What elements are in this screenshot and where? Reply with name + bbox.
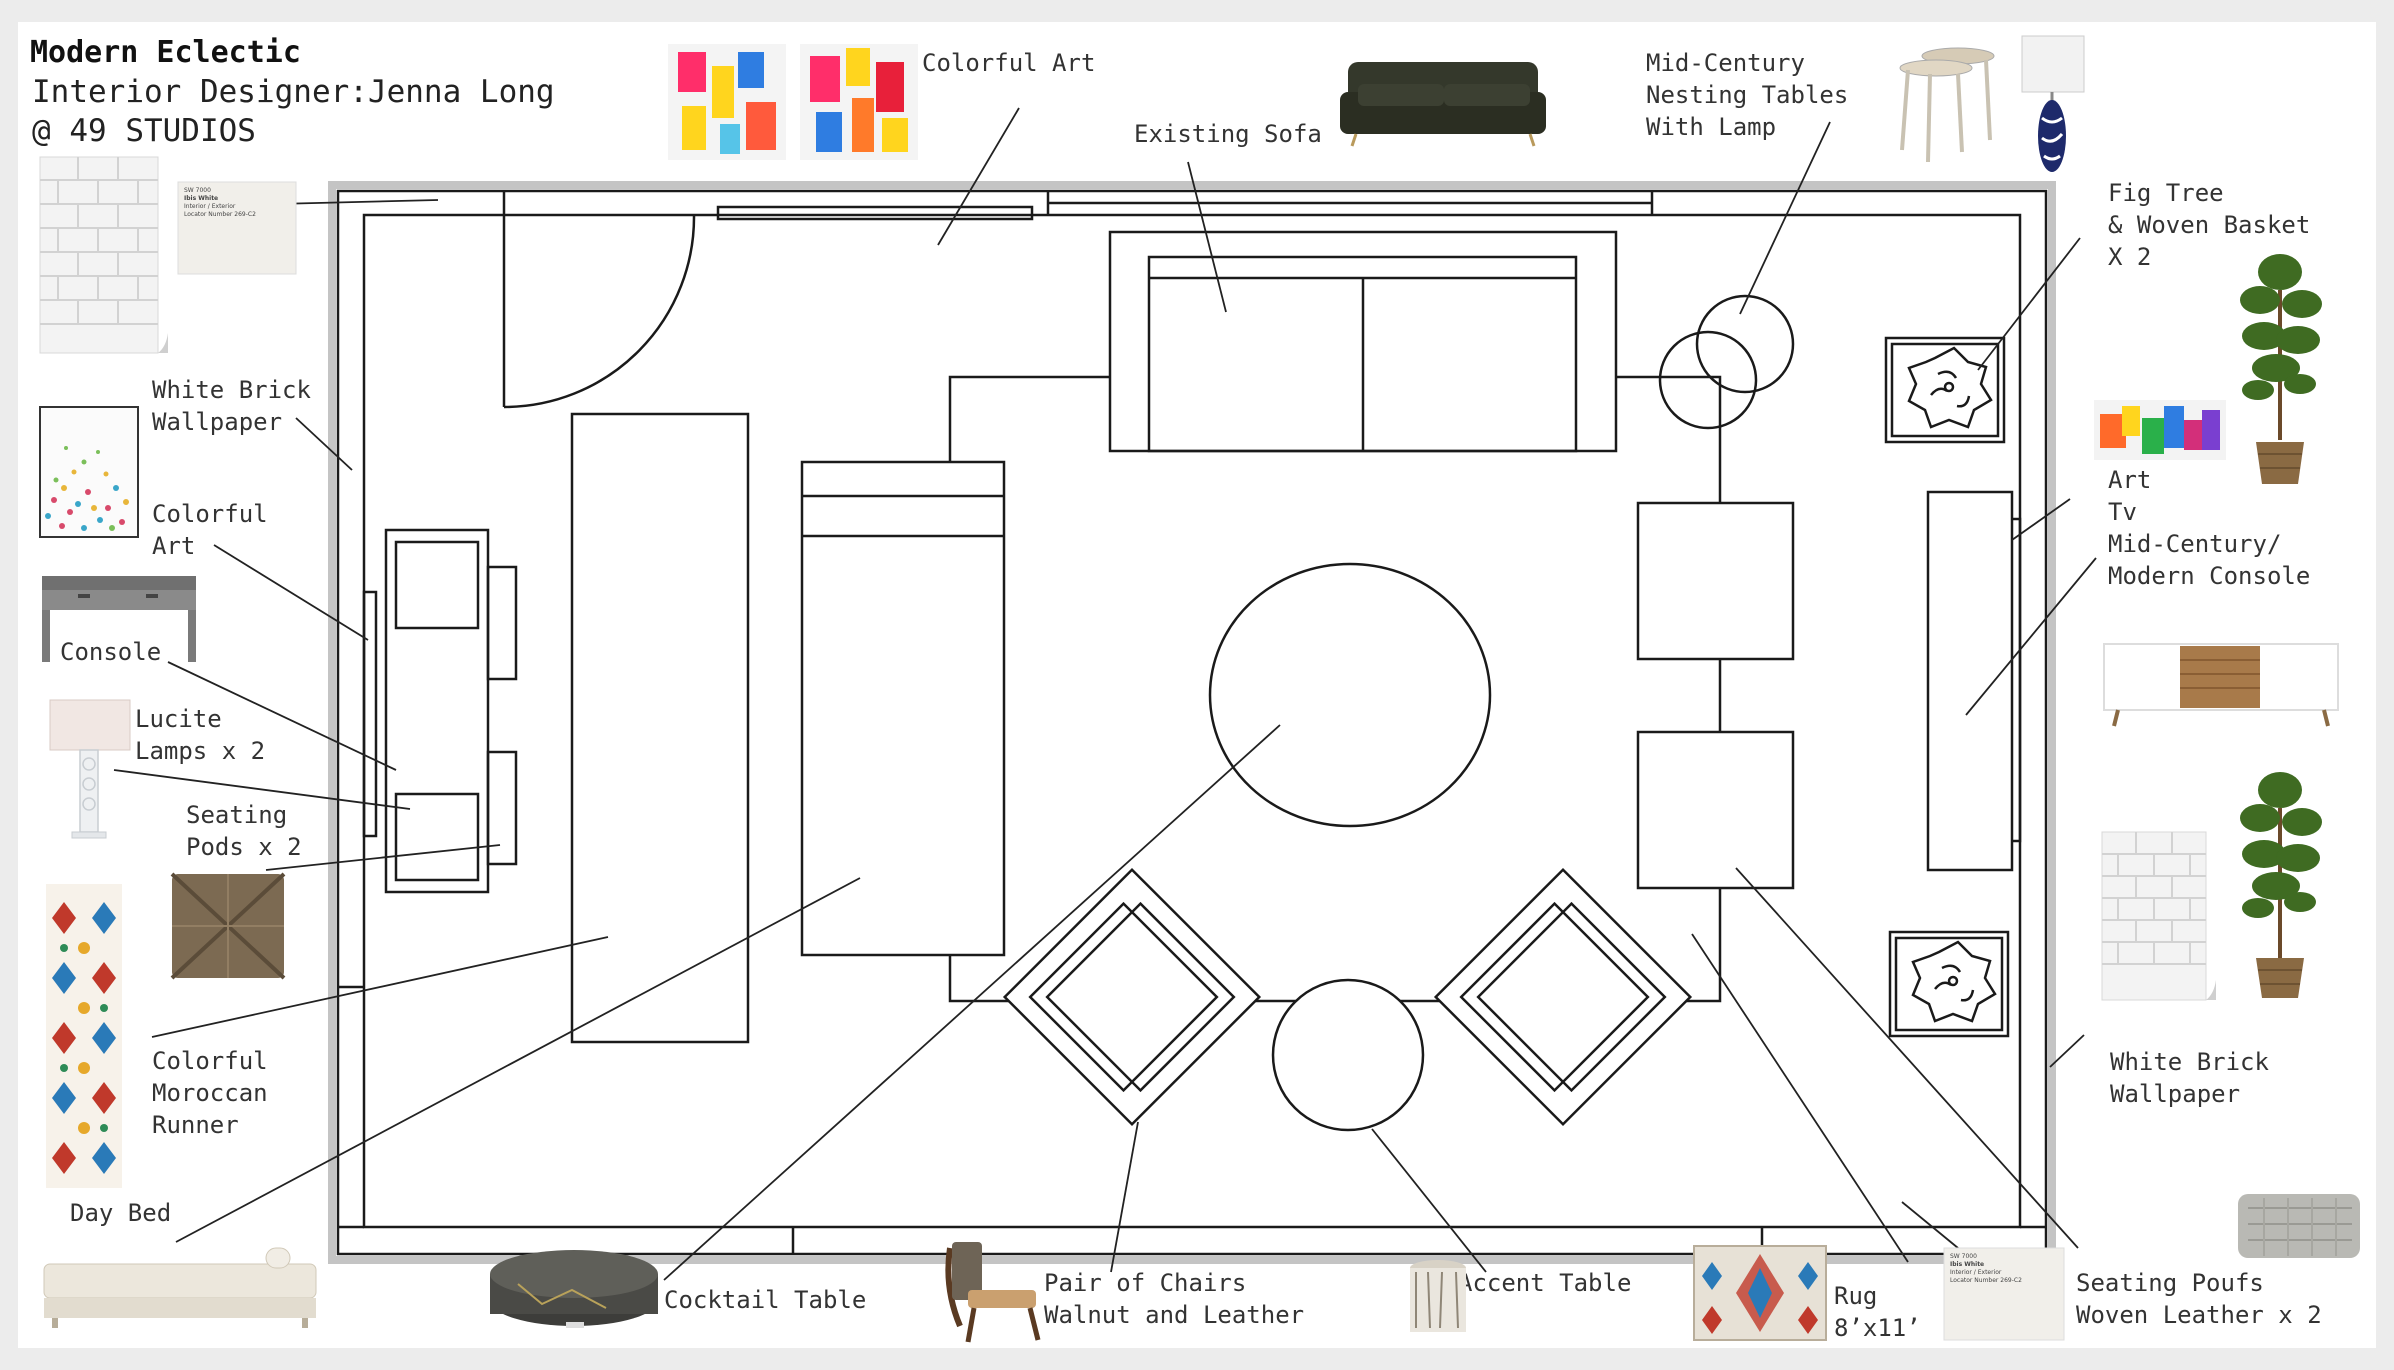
leader-lines [113,107,2097,1281]
paint-swatch-left: SW 7000 Ibis White Interior / Exterior L… [177,181,297,275]
nesting-table-2 [1658,330,1758,430]
svg-text:SW 7000: SW 7000 [184,187,211,194]
label-poufs-2: Woven Leather x 2 [2076,1301,2322,1329]
label-accent-table: Accent Table [1458,1269,1631,1297]
svg-text:Interior / Exterior: Interior / Exterior [1950,1269,2002,1276]
nesting-table-1 [1695,294,1795,394]
label-white-brick-left-2: Wallpaper [152,408,282,436]
label-fig-tree-2: & Woven Basket [2108,211,2310,239]
label-chairs-2: Walnut and Leather [1044,1301,1304,1329]
svg-text:SW 7000: SW 7000 [1950,1253,1977,1260]
floor-plan [328,181,2056,1264]
pouf-2 [1636,730,1795,890]
media-console-image [2103,643,2339,727]
svg-text:Ibis White: Ibis White [1950,1261,1984,1268]
day-bed-image [43,1247,317,1328]
window-left [716,205,1034,221]
nesting-tables-image [1899,47,1995,163]
label-runner-3: Runner [152,1111,239,1139]
label-runner-1: Colorful [152,1047,268,1075]
label-art-tv-1: Art [2108,466,2151,494]
moroccan-runner-image [46,884,122,1188]
label-art-tv-2: Tv [2108,498,2137,526]
colorful-art-top-image [668,44,918,160]
label-poufs-1: Seating Poufs [2076,1269,2264,1297]
seating-pod-2 [486,750,518,866]
runner-plan [570,412,750,1044]
label-nesting-3: With Lamp [1646,113,1776,141]
label-rug-1: Rug [1834,1282,1877,1310]
woven-pouf-image [2238,1194,2360,1258]
label-white-brick-right-1: White Brick [2110,1048,2269,1076]
white-brick-wallpaper-left-image [39,156,168,354]
label-seating-pods-1: Seating [186,801,287,829]
label-colorful-art-left-1: Colorful [152,500,268,528]
console-image [42,576,196,662]
sofa-image [1340,62,1546,147]
console-plan [384,528,490,894]
label-fig-tree-1: Fig Tree [2108,179,2224,207]
chair-image [945,1242,1041,1343]
rug-image [1693,1245,1827,1341]
colorful-art-right-image [2094,400,2226,460]
label-seating-pods-2: Pods x 2 [186,833,302,861]
paint-swatch-bottom: SW 7000 Ibis White Interior / Exterior L… [1943,1247,2065,1341]
label-art-tv-3: Mid-Century/ [2108,530,2281,558]
svg-text:Interior / Exterior: Interior / Exterior [184,203,236,210]
designer-line: Interior Designer:Jenna Long [32,74,555,110]
seating-pod-1 [486,565,518,681]
media-console [1926,490,2014,872]
lucite-lamp-2 [394,792,480,882]
floor-plan-diagram: Modern Eclectic Interior Designer:Jenna … [30,35,2360,1343]
lucite-lamp-1 [394,540,480,630]
cocktail-table-plan [1208,562,1492,828]
left-wall-art [362,590,378,838]
label-nesting-2: Nesting Tables [1646,81,1848,109]
svg-text:Ibis White: Ibis White [184,195,218,202]
seating-pod-image [170,872,286,980]
label-cocktail-table: Cocktail Table [664,1286,866,1314]
outer-wall [328,181,2056,1264]
label-lucite-2: Lamps x 2 [135,737,265,765]
door-swing [503,214,696,409]
chair-left-plan [1002,867,1262,1127]
table-lamp-image [2021,35,2085,172]
fig-tree-image-bottom [2240,772,2322,998]
label-runner-2: Moroccan [152,1079,268,1107]
white-brick-wallpaper-right-image [2101,831,2216,1001]
fig-tree-image-top [2240,254,2322,484]
svg-text:Locator Number 269-C2: Locator Number 269-C2 [1950,1277,2022,1284]
pouf-1 [1636,501,1795,661]
label-fig-tree-3: X 2 [2108,243,2151,271]
fig-tree-plan-1 [1884,336,2006,444]
chair-right-plan [1433,867,1693,1127]
label-existing-sofa: Existing Sofa [1134,120,1322,148]
cocktail-table-image [490,1250,658,1328]
label-nesting-1: Mid-Century [1646,49,1805,77]
fig-tree-plan-2 [1888,930,2010,1038]
label-art-tv-4: Modern Console [2108,562,2310,590]
label-colorful-art-top: Colorful Art [922,49,1095,77]
label-lucite-1: Lucite [135,705,222,733]
design-board: Modern Eclectic Interior Designer:Jenna … [18,22,2376,1348]
board-title: Modern Eclectic [30,35,301,70]
room-outline [336,189,2048,1256]
accent-table-plan [1271,978,1425,1132]
label-day-bed: Day Bed [70,1199,171,1227]
colorful-art-left-image [39,406,139,538]
studio-line: @ 49 STUDIOS [32,113,256,149]
daybed-plan [800,460,1006,957]
label-white-brick-right-2: Wallpaper [2110,1080,2240,1108]
lucite-lamp-image [49,699,131,839]
svg-text:Locator Number 269-C2: Locator Number 269-C2 [184,211,256,218]
accent-table-image [1410,1260,1466,1332]
label-rug-2: 8’x11’ [1834,1314,1921,1342]
label-colorful-art-left-2: Art [152,532,195,560]
label-white-brick-left-1: White Brick [152,376,311,404]
label-chairs-1: Pair of Chairs [1044,1269,1246,1297]
label-console: Console [60,638,161,666]
